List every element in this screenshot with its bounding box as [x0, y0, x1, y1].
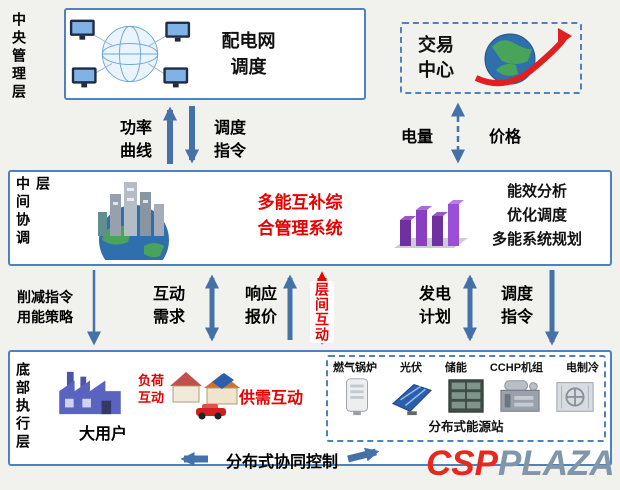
solar-panel-icon	[391, 384, 432, 416]
system-functions-label: 能效分析 优化调度 多能系统规划	[491, 183, 582, 248]
gas-boiler-icon	[346, 378, 369, 416]
energy-station-box: 燃气锅炉 光伏 储能 CCHP机组 电制冷	[326, 355, 606, 442]
bottom-execution-box: 底部执行层 负荷 互动 大用户 供需互动 燃气锅炉	[8, 350, 612, 471]
flow-label-demand: 互动 需求	[152, 286, 185, 326]
layer-label-middle: 中间协调层	[15, 176, 51, 248]
equipment-label-pv: 光伏	[399, 362, 422, 374]
watermark-csp-text: CSP	[426, 444, 498, 483]
big-user-label: 大用户	[78, 426, 127, 443]
flow-label-power-curve: 功率 曲线	[119, 120, 152, 160]
supply-demand-label: 供需互动	[238, 390, 303, 407]
trade-center-label: 交易 中心	[418, 35, 454, 80]
system-title-label: 多能互补综 合管理系统	[257, 193, 343, 238]
city-globe-icon	[98, 182, 169, 260]
flow-label-energy: 电量	[400, 129, 433, 146]
control-label: 分布式协同控制	[225, 454, 338, 471]
network-computers-icon	[69, 19, 191, 88]
distribution-dispatch-box: 配电网 调度	[64, 8, 366, 100]
middle-coordination-box: 中间协调层 多能互补综 合管理系统 能效分析 优化	[8, 170, 612, 266]
trade-globe-arrow-icon	[474, 28, 572, 87]
flow-label-interlayer: 层间互动	[310, 281, 334, 343]
layer-label-bottom: 底部执行层	[15, 362, 31, 452]
electric-cooling-icon	[556, 382, 594, 412]
flow-label-gen-plan: 发电 计划	[418, 286, 451, 326]
flow-label-cut-cmd: 削减指令 用能策略	[17, 289, 73, 325]
dispatch-box-label: 配电网 调度	[221, 31, 276, 77]
layer-label-central: 中央管理层	[11, 12, 27, 102]
load-interact-label: 负荷 互动	[137, 373, 164, 405]
watermark-plaza-text: PLAZA	[497, 444, 615, 483]
equipment-labels-row: 燃气锅炉 光伏 储能 CCHP机组 电制冷	[328, 357, 604, 375]
equipment-icons-row	[328, 375, 604, 417]
analysis-bars-icon	[394, 200, 468, 248]
equipment-label-boiler: 燃气锅炉	[333, 362, 377, 374]
csp-plaza-watermark: CSPPLAZA	[426, 444, 615, 484]
flow-label-quote: 响应 报价	[244, 286, 277, 326]
equipment-label-storage: 储能	[444, 362, 467, 374]
flow-label-dispatch-cmd: 调度 指令	[213, 120, 246, 160]
energy-storage-icon	[448, 379, 484, 413]
trade-center-box: 交易 中心	[400, 22, 582, 94]
flow-label-dispatch-cmd-2: 调度 指令	[500, 286, 533, 326]
cchp-unit-icon	[500, 380, 540, 412]
factory-icon	[59, 371, 121, 415]
flow-label-price: 价格	[488, 129, 521, 146]
equipment-label-cchp: CCHP机组	[489, 362, 544, 374]
houses-car-icon	[170, 372, 240, 420]
station-label: 分布式能源站	[428, 420, 504, 434]
equipment-label-cooling: 电制冷	[565, 362, 599, 374]
